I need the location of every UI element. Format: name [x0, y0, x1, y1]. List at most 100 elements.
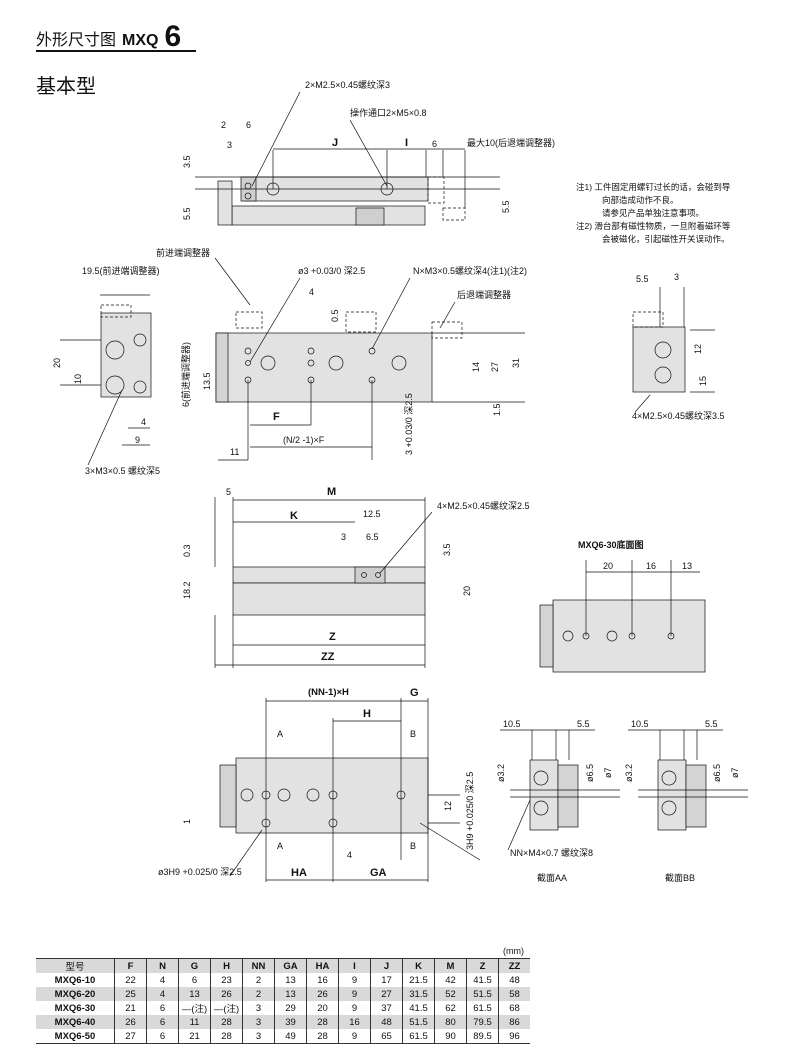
base-view — [539, 560, 706, 673]
value-cell: 3 — [242, 1001, 275, 1015]
col-header: K — [402, 958, 435, 973]
value-cell: —(注) — [210, 1001, 243, 1015]
dim: 6 — [432, 139, 438, 149]
dim: 5.5 — [501, 200, 511, 213]
dim-K: K — [290, 510, 298, 522]
value-cell: 3 — [242, 1029, 275, 1044]
note-1: 注1) 工件固定用螺钉过长的话，会碰到导 — [576, 182, 731, 192]
value-cell: 61.5 — [466, 1001, 499, 1015]
dim-Z: Z — [329, 631, 336, 643]
dim: 3 — [341, 532, 347, 542]
value-cell: 37 — [370, 1001, 403, 1015]
value-cell: 9 — [338, 987, 371, 1001]
dim: 5 — [226, 487, 232, 497]
pin-right-label: 3H9 +0.025/0 深2.5 — [465, 771, 475, 850]
value-cell: 28 — [306, 1015, 339, 1029]
col-header: I — [338, 958, 371, 973]
value-cell: 51.5 — [466, 987, 499, 1001]
value-cell: 48 — [498, 973, 530, 987]
section-aa-title: 截面AA — [537, 873, 568, 883]
value-cell: 28 — [210, 1015, 243, 1029]
dim: 3.5 — [442, 543, 452, 556]
section-mark-a: A — [277, 841, 284, 851]
dim: 13 — [682, 561, 693, 571]
value-cell: 51.5 — [402, 1015, 435, 1029]
header-model: MXQ — [122, 32, 159, 49]
dim: 5.5 — [705, 719, 718, 729]
dim-NF: (N/2 -1)×F — [283, 435, 325, 445]
table-header-row: 型号 F N G H NN GA HA I J K M Z ZZ — [36, 958, 530, 973]
value-cell: 22 — [114, 973, 147, 987]
top-port-label: 操作通口2×M5×0.8 — [350, 108, 427, 118]
value-cell: 61.5 — [402, 1029, 435, 1044]
col-header: GA — [274, 958, 307, 973]
section-tap-label: NN×M4×0.7 螺纹深8 — [510, 848, 594, 858]
header-size: 6 — [164, 20, 182, 53]
dim: 19.5(前进端调整器) — [82, 266, 160, 276]
value-cell: 6 — [178, 973, 211, 987]
dim: 10 — [73, 373, 83, 384]
value-cell: 39 — [274, 1015, 307, 1029]
dim: 2 — [221, 120, 227, 130]
dim: 20 — [52, 357, 62, 368]
section-bb-title: 截面BB — [665, 873, 696, 883]
value-cell: 11 — [178, 1015, 211, 1029]
value-cell: 9 — [338, 973, 371, 987]
right-tap-label: 4×M2.5×0.45螺纹深3.5 — [632, 411, 725, 421]
header-underline — [36, 50, 196, 52]
value-cell: 13 — [274, 987, 307, 1001]
pin-hole-label: ø3 +0.03/0 深2.5 — [298, 266, 366, 276]
dim: ø7 — [603, 767, 613, 778]
value-cell: 27 — [370, 987, 403, 1001]
value-cell: 58 — [498, 987, 530, 1001]
section-bb — [628, 729, 748, 831]
dim-I: I — [405, 137, 409, 149]
max-stroke-label: 最大10(后退端调整器) — [467, 138, 556, 148]
value-cell: 29 — [274, 1001, 307, 1015]
col-header: HA — [306, 958, 339, 973]
section-title: 基本型 — [36, 76, 96, 98]
dim: 4 — [141, 417, 147, 427]
value-cell: 16 — [338, 1015, 371, 1029]
dim: ø6.5 — [585, 763, 595, 782]
fwd-adjuster-label: 前进端调整器 — [156, 248, 211, 258]
value-cell: 6 — [146, 1015, 179, 1029]
page-header: 外形尺寸图 MXQ 6 — [36, 20, 182, 53]
value-cell: 25 — [114, 987, 147, 1001]
notes: 注1) 工件固定用螺钉过长的话，会碰到导 向部造成动作不良。 请参见产品单独注意… — [576, 181, 730, 246]
value-cell: 23 — [210, 973, 243, 987]
dim: 4 — [309, 287, 315, 297]
col-header: NN — [242, 958, 275, 973]
bottom-view — [214, 497, 433, 668]
dim-G: G — [410, 687, 419, 699]
section-mark-a: A — [277, 729, 284, 739]
col-header: J — [370, 958, 403, 973]
dim: 18.2 — [182, 581, 192, 599]
value-cell: 21.5 — [402, 973, 435, 987]
value-cell: 4 — [146, 973, 179, 987]
dim: 9 — [135, 435, 141, 445]
model-cell: MXQ6-40 — [36, 1015, 115, 1029]
base-view-title: MXQ6-30底面图 — [578, 540, 644, 550]
value-cell: 62 — [434, 1001, 467, 1015]
dim: 14 — [471, 361, 481, 372]
note-2: 注2) 滑台部有磁性物质，一旦附着磁环等 — [576, 221, 731, 231]
note-1-line2: 向部造成动作不良。 — [602, 195, 679, 205]
pin-left-label: ø3H9 +0.025/0 深2.5 — [158, 867, 242, 877]
dim: 20 — [462, 585, 472, 596]
value-cell: 9 — [338, 1001, 371, 1015]
model-cell: MXQ6-20 — [36, 987, 115, 1001]
top-tap-label: 2×M2.5×0.45螺纹深3 — [305, 80, 391, 90]
dim: 31 — [511, 357, 521, 368]
dim: 4 — [347, 850, 353, 860]
dim: 1.5 — [492, 403, 502, 416]
col-header: Z — [466, 958, 499, 973]
col-header: H — [210, 958, 243, 973]
dim: ø6.5 — [712, 763, 722, 782]
col-header: 型号 — [36, 958, 115, 973]
left-tap-label: 3×M3×0.5 螺纹深5 — [85, 466, 161, 476]
value-cell: 2 — [242, 987, 275, 1001]
dim: 0.3 — [182, 544, 192, 557]
bottom-tap-label: 4×M2.5×0.45螺纹深2.5 — [437, 501, 530, 511]
